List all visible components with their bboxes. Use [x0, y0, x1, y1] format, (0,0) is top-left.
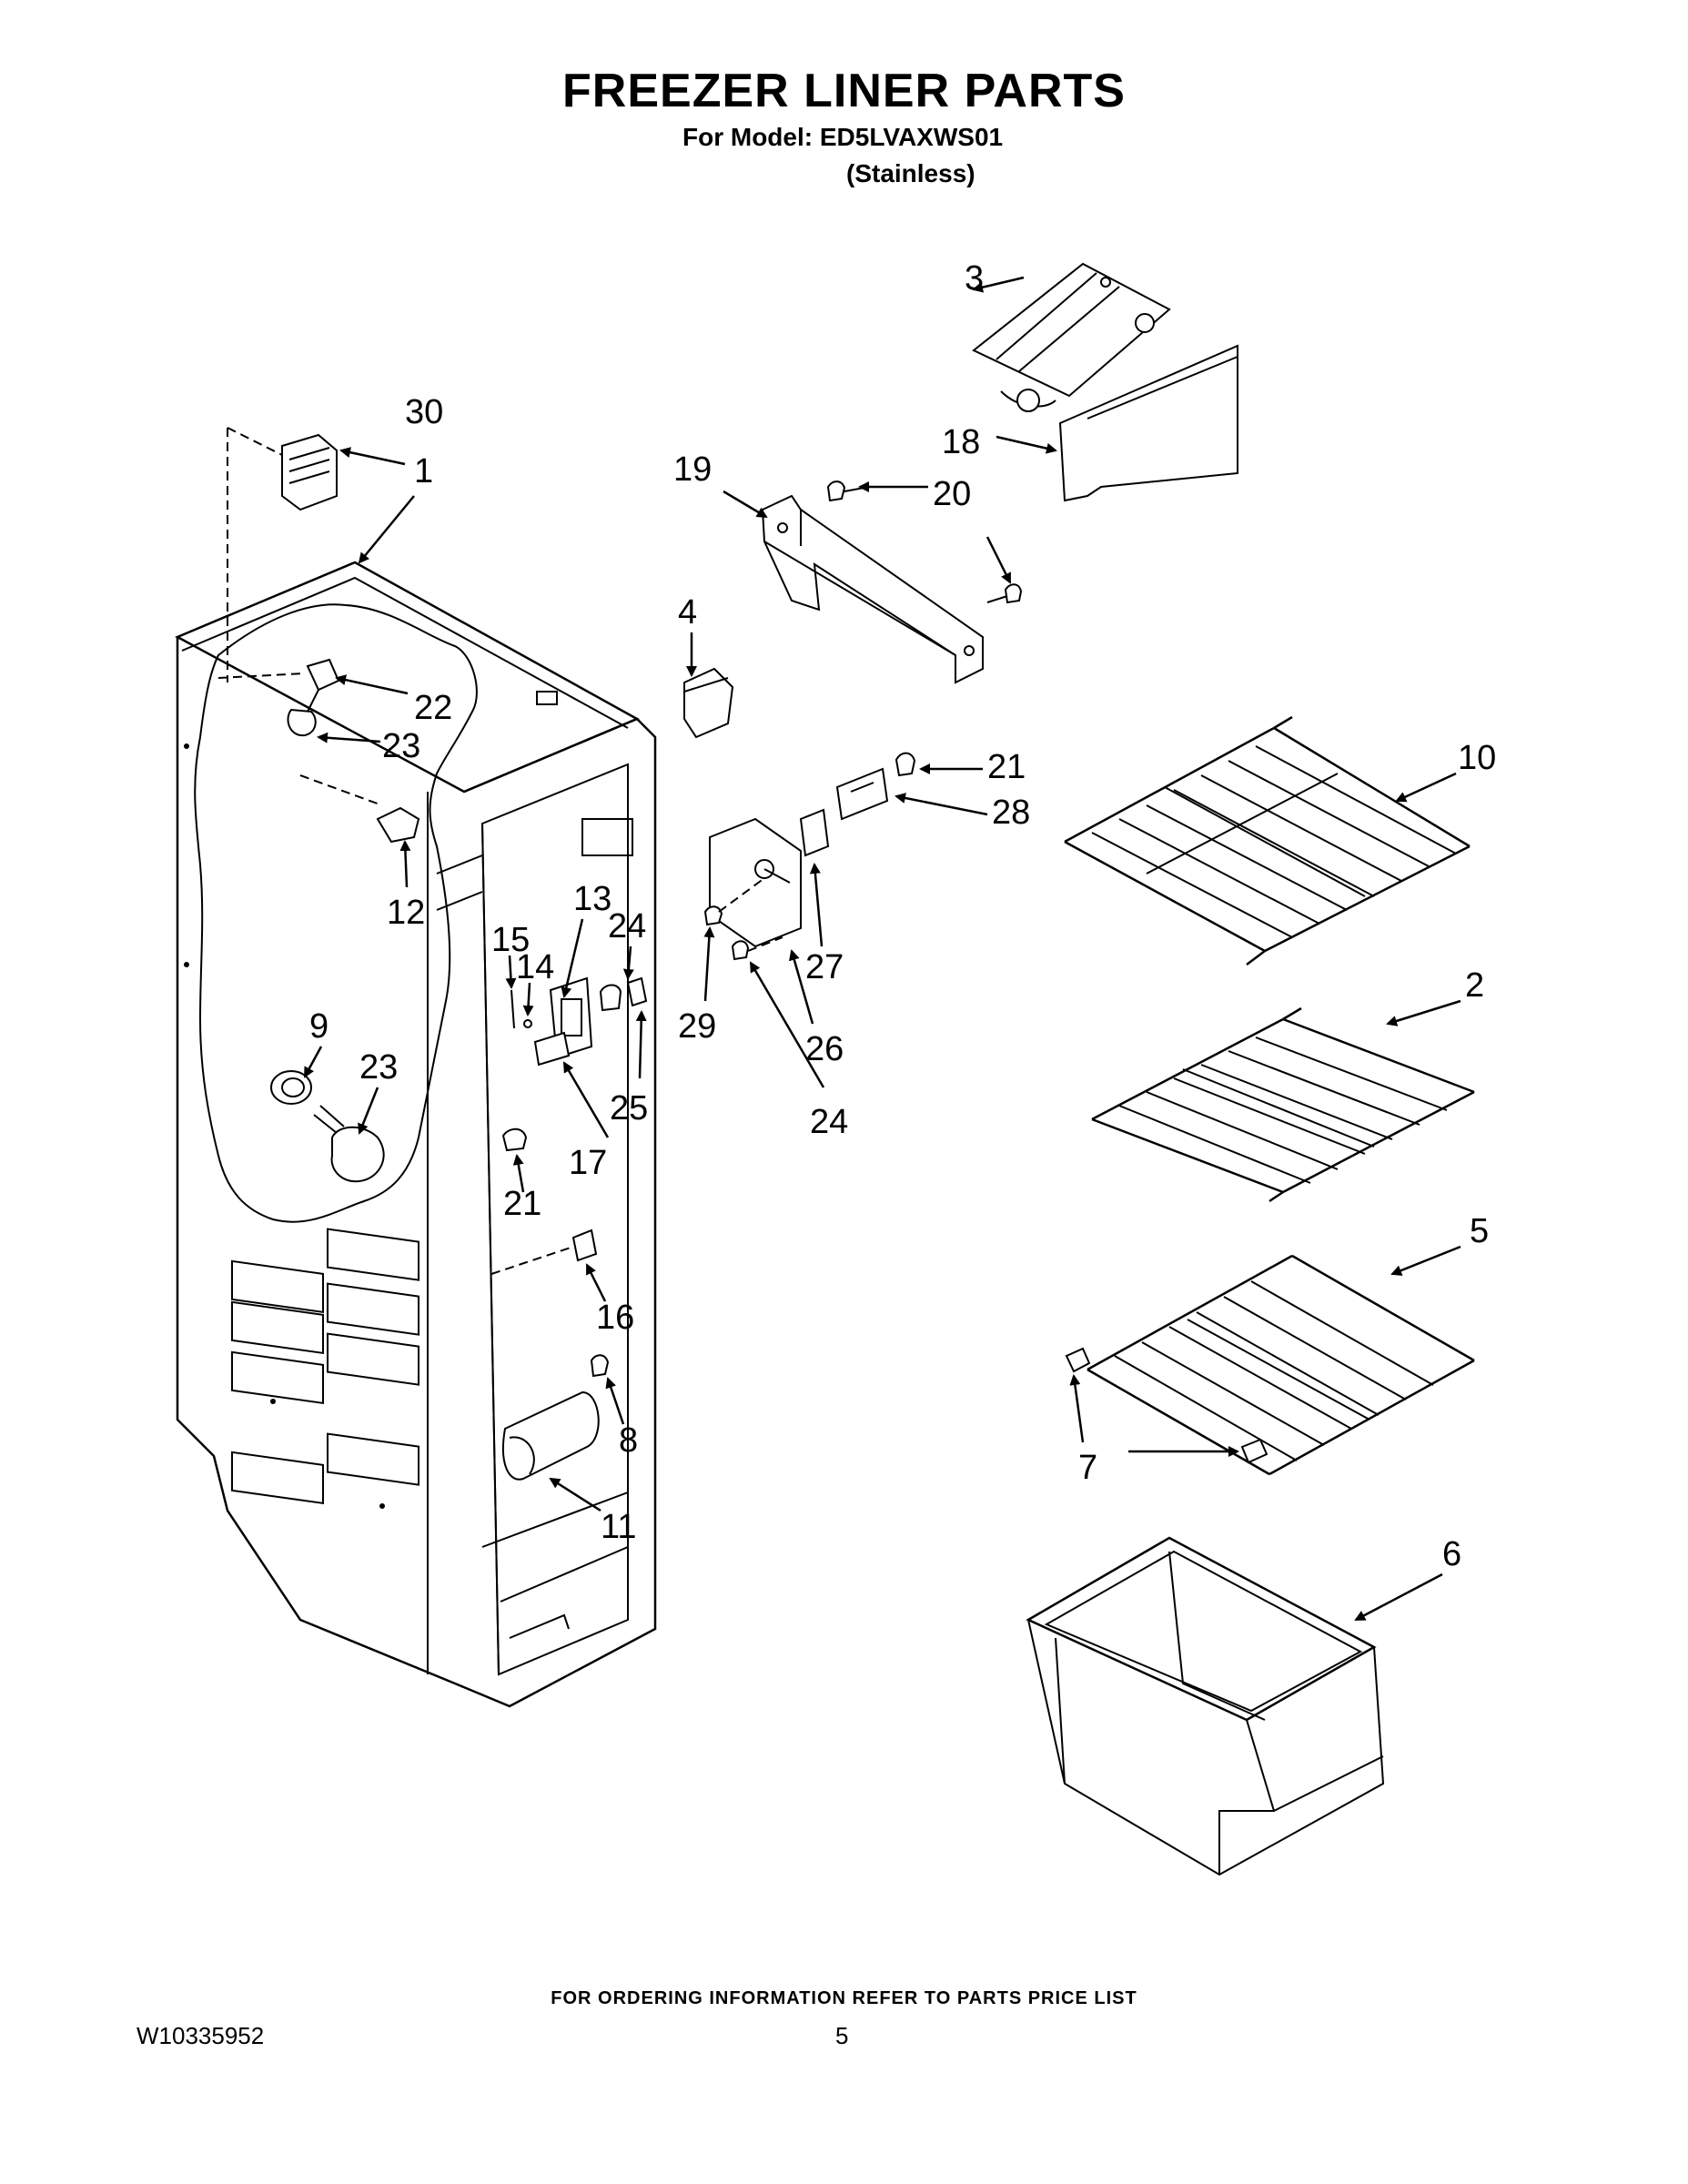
callout-24-right: 24 — [810, 1103, 848, 1141]
callout-19: 19 — [673, 450, 712, 489]
callout-27: 27 — [805, 948, 844, 986]
callout-10: 10 — [1458, 739, 1496, 777]
clip-part-30 — [227, 427, 338, 682]
callout-8: 8 — [619, 1421, 638, 1460]
callout-20: 20 — [933, 475, 971, 513]
ordering-note: FOR ORDERING INFORMATION REFER TO PARTS … — [551, 1988, 1137, 2008]
wire-shelf-part-10 — [1064, 715, 1471, 966]
wire-shelf-part-5 — [1065, 1254, 1475, 1476]
document-number: W10335952 — [136, 2022, 265, 2049]
lower-lamp-assembly — [270, 1070, 385, 1183]
callout-23-upper: 23 — [382, 727, 420, 765]
callout-2: 2 — [1465, 966, 1484, 1005]
cover-part-18 — [1058, 344, 1238, 502]
callout-30: 30 — [405, 393, 443, 431]
callout-1: 1 — [414, 452, 433, 490]
freezer-liner — [175, 561, 657, 1708]
control-housing — [490, 976, 648, 1275]
callout-16: 16 — [596, 1299, 634, 1337]
callout-22: 22 — [414, 689, 452, 727]
callout-5: 5 — [1470, 1212, 1489, 1250]
callout-7: 7 — [1078, 1449, 1097, 1487]
callout-4: 4 — [678, 593, 697, 632]
callout-21-upper: 21 — [987, 748, 1026, 786]
callout-3: 3 — [965, 259, 984, 298]
bracket-part-12 — [376, 806, 420, 844]
clip-part-4 — [683, 667, 734, 739]
rail-part-19 — [761, 480, 1023, 684]
callout-14: 14 — [516, 948, 554, 986]
model-variant: (Stainless) — [846, 159, 975, 187]
wire-shelf-part-2 — [1091, 1006, 1475, 1203]
callout-25: 25 — [610, 1089, 648, 1127]
page-number: 5 — [835, 2022, 849, 2049]
callout-15: 15 — [491, 921, 530, 959]
callout-9: 9 — [309, 1007, 329, 1046]
callout-21-lower: 21 — [503, 1185, 541, 1223]
upper-light-socket — [217, 658, 383, 806]
callout-12: 12 — [387, 894, 425, 932]
lamp-cover-part-11 — [501, 1354, 610, 1481]
callout-13: 13 — [573, 880, 612, 918]
callout-29: 29 — [678, 1007, 716, 1046]
model-line: For Model: ED5LVAXWS01 — [682, 123, 1004, 151]
callout-18: 18 — [942, 423, 980, 461]
callout-numbers: 3 18 19 20 30 1 22 23 12 4 21 28 10 2 5 … — [309, 259, 1496, 1573]
callout-24-left: 24 — [608, 907, 646, 945]
callout-28: 28 — [992, 794, 1030, 832]
callout-6: 6 — [1442, 1535, 1461, 1573]
callout-23-lower: 23 — [359, 1048, 398, 1087]
freezer-bin-part-6 — [1026, 1536, 1385, 1876]
callout-leaders — [303, 276, 1461, 1622]
page-title: FREEZER LINER PARTS — [562, 65, 1126, 117]
callout-17: 17 — [569, 1144, 607, 1182]
callout-26: 26 — [805, 1030, 844, 1068]
control-box-part-26 — [703, 752, 916, 961]
bracket-part-3 — [972, 262, 1171, 412]
callout-11: 11 — [601, 1508, 636, 1546]
